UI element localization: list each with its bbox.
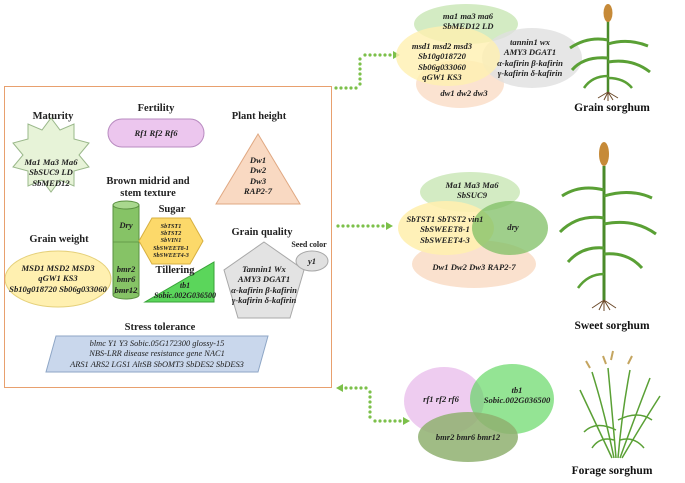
forage-venn xyxy=(404,364,554,462)
grain-green-line: ma1 ma3 ma6 xyxy=(442,11,494,21)
stress-gene-line: NBS-LRR disease resistance gene NAC1 xyxy=(89,349,225,359)
sugar-genes: SbTST1 SbTST2 SbVIN1 SbSWEET8-1 SbSWEET4… xyxy=(140,223,202,259)
grain-weight-ellipse xyxy=(4,250,112,308)
grain-grey-genes: tannin1 wx AMY3 DGAT1 α-kafirin β-kafiri… xyxy=(484,37,576,79)
tillering-genes: tb1 Sobic.002G036500 xyxy=(148,281,222,302)
grain-sorghum-label: Grain sorghum xyxy=(574,102,650,114)
arrow-to-sweet xyxy=(336,222,393,230)
stress-tolerance-title: Stress tolerance xyxy=(124,322,196,333)
plant-height-gene-line: Dw1 xyxy=(249,155,267,165)
sweet-peach-genes: Dw1 Dw2 Dw3 RAP2-7 xyxy=(432,262,516,272)
grain-weight-genes: MSD1 MSD2 MSD3 qGW1 KS3 Sb10g018720 Sb06… xyxy=(6,263,110,294)
sugar-gene-line: SbSWEET8-1 xyxy=(153,244,189,252)
bmr-gene-line: bmr12 xyxy=(114,284,138,295)
sweet-venn xyxy=(398,172,548,288)
forage-pink-genes: rf1 rf2 rf6 xyxy=(423,394,459,404)
sugar-gene-line: SbTST1 xyxy=(160,223,182,230)
bmr-gene-line: bmr2 xyxy=(116,264,136,274)
sweet-top-line: SbSUC9 xyxy=(456,190,488,201)
grain-venn xyxy=(396,4,582,108)
grain-quality-gene-line: AMY3 DGAT1 xyxy=(237,274,291,285)
forage-green-line: Sobic.002G036500 xyxy=(483,395,551,406)
grain-quality-gene-line: Tannin1 Wx xyxy=(242,264,286,274)
fertility-title: Fertility xyxy=(137,103,175,114)
grain-green-line: SbMED12 LD xyxy=(442,21,494,32)
fertility-pill xyxy=(107,118,205,148)
sweet-green-genes: dry xyxy=(507,222,519,232)
plant-height-title: Plant height xyxy=(231,111,287,122)
sweet-yellow-line: SbSWEET4-3 xyxy=(420,234,470,245)
maturity-gene-line: SbSUC9 LD xyxy=(29,167,73,178)
sweet-top-genes: Ma1 Ma3 Ma6 SbSUC9 xyxy=(434,180,510,201)
grain-weight-gene-line: Sb10g018720 Sb06g033060 xyxy=(9,283,107,294)
grain-yellow-line: Sb10g018720 xyxy=(418,51,466,62)
grain-weight-title: Grain weight xyxy=(29,234,89,245)
trait-panel xyxy=(4,86,332,388)
grain-quality-title: Grain quality xyxy=(231,227,293,238)
forage-sorghum-label: Forage sorghum xyxy=(571,465,653,477)
grain-quality-gene-line: γ-kafirin δ-kafirin xyxy=(231,295,297,306)
tillering-title: Tillering xyxy=(155,265,195,276)
grain-weight-gene-line: qGW1 KS3 xyxy=(38,273,78,284)
seed-color-title: Seed color xyxy=(291,240,327,249)
grain-weight-gene-line: MSD1 MSD2 MSD3 xyxy=(21,263,95,273)
plant-height-triangle xyxy=(215,133,301,205)
sugar-title: Sugar xyxy=(158,204,186,215)
stem-top-gene: Dry xyxy=(119,220,133,230)
fertility-genes: Rf1 Rf2 Rf6 xyxy=(134,128,178,138)
forage-olive-genes: bmr2 bmr6 bmr12 xyxy=(435,432,501,442)
arrow-to-forage xyxy=(336,384,410,425)
forage-sorghum-plant-image xyxy=(579,350,661,459)
forage-green-line: tb1 xyxy=(511,385,523,395)
maturity-title: Maturity xyxy=(32,111,74,122)
seed-color-genes: y1 xyxy=(307,256,317,266)
sugar-hexagon xyxy=(138,217,204,265)
sugar-gene-line: SbVIN1 xyxy=(160,237,182,245)
sugar-gene-line: SbTST2 xyxy=(160,230,182,238)
plant-height-gene-line: Dw2 xyxy=(249,165,267,176)
stem-cylinder xyxy=(112,200,140,300)
grain-grey-line: α-kafirin β-kafirin xyxy=(497,57,563,68)
seed-color-ellipse xyxy=(295,250,329,272)
sweet-top-line: Ma1 Ma3 Ma6 xyxy=(445,180,499,190)
stress-tolerance-genes: blmc Y1 Y3 Sobic.05G172300 glossy-15 NBS… xyxy=(46,339,268,370)
stress-gene-line: ARS1 ARS2 LGS1 AltSB SbOMT3 SbDES2 SbDES… xyxy=(70,359,244,369)
maturity-genes: Ma1 Ma3 Ma6 SbSUC9 LD SbMED12 xyxy=(8,157,94,188)
brown-midrib-genes: bmr2 bmr6 bmr12 xyxy=(110,264,142,295)
grain-grey-line: AMY3 DGAT1 xyxy=(503,47,557,58)
grain-peach-genes: dw1 dw2 dw3 xyxy=(440,88,488,98)
grain-sorghum-plant-image xyxy=(569,4,651,101)
bmr-gene-line: bmr6 xyxy=(116,274,136,285)
maturity-star xyxy=(12,117,90,193)
tillering-gene-line: tb1 xyxy=(179,281,191,290)
arrow-to-grain xyxy=(334,51,400,90)
sweet-yellow-line: SbSWEET8-1 xyxy=(420,224,470,235)
grain-grey-line: γ-kafirin δ-kafirin xyxy=(497,68,563,79)
forage-green-genes: tb1 Sobic.002G036500 xyxy=(478,385,556,406)
sweet-sorghum-plant-image xyxy=(558,142,657,311)
maturity-gene-line: SbMED12 xyxy=(32,177,70,188)
plant-height-gene-line: RAP2-7 xyxy=(243,186,273,197)
grain-yellow-genes: msd1 msd2 msd3 Sb10g018720 Sb06g033060 q… xyxy=(403,41,481,83)
stress-tolerance-box xyxy=(45,335,269,373)
grain-green-genes: ma1 ma3 ma6 SbMED12 LD xyxy=(430,11,506,32)
grain-quality-gene-line: α-kafirin β-kafirin xyxy=(231,284,297,295)
stress-gene-line: blmc Y1 Y3 Sobic.05G172300 glossy-15 xyxy=(89,339,225,348)
grain-yellow-line: Sb06g033060 xyxy=(418,61,466,72)
tillering-triangle xyxy=(143,261,215,303)
grain-yellow-line: msd1 msd2 msd3 xyxy=(411,41,473,51)
plant-height-gene-line: Dw3 xyxy=(249,175,267,186)
tillering-gene-line: Sobic.002G036500 xyxy=(154,291,216,301)
sweet-sorghum-label: Sweet sorghum xyxy=(574,320,650,332)
grain-quality-genes: Tannin1 Wx AMY3 DGAT1 α-kafirin β-kafiri… xyxy=(222,264,306,306)
maturity-gene-line: Ma1 Ma3 Ma6 xyxy=(24,157,78,167)
grain-yellow-line: qGW1 KS3 xyxy=(422,72,462,83)
plant-height-genes: Dw1 Dw2 Dw3 RAP2-7 xyxy=(222,155,294,197)
grain-grey-line: tannin1 wx xyxy=(510,37,550,47)
brown-midrib-title: Brown midrid and stem texture xyxy=(106,176,190,199)
sweet-yellow-line: SbTST1 SbTST2 vin1 xyxy=(406,214,484,224)
sweet-yellow-genes: SbTST1 SbTST2 vin1 SbSWEET8-1 SbSWEET4-3 xyxy=(400,214,490,245)
sugar-gene-line: SbSWEET4-3 xyxy=(153,251,189,259)
